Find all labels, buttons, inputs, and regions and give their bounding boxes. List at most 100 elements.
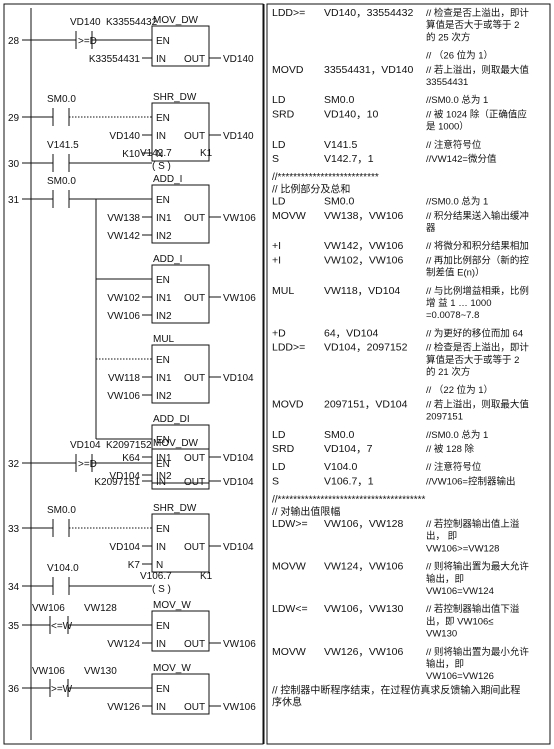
instruction-mnemonic: LD [272,94,286,106]
pin-label: IN [156,542,166,553]
instruction-mnemonic: MOVD [272,398,304,410]
instruction-mnemonic: LD [272,196,286,208]
box-title: ADD_DI [153,414,190,425]
pin-label: OUT [184,54,205,65]
input-operand: VW106 [107,391,140,402]
input-operand: VW106 [107,311,140,322]
pin-label: EN [156,459,170,470]
instruction-comment: 的 25 次方 [426,31,470,43]
instruction-comment: // 若控制器输出值下溢 [426,603,520,615]
instruction-operands: SM0.0 [324,196,355,208]
instruction-operands: VW142，VW106 [324,240,404,252]
instruction-comment: 算值是否大于或等于 2 [426,19,519,31]
instruction-operands: 2097151，VD104 [324,398,408,410]
pin-label: OUT [184,131,205,142]
function-box [151,344,210,404]
network-number: 28 [8,36,20,47]
input-operand: VD104 [109,471,140,482]
contact-address: SM0.0 [47,505,76,516]
contact-address: V141.5 [47,140,79,151]
output-operand: VW106 [223,213,256,224]
pin-label: IN [156,131,166,142]
listing-comment-line: // 比例部分及总和 [272,182,350,195]
instruction-comment: // 与比例增益相乘，比例 [426,285,529,297]
instruction-mnemonic: LD [272,429,286,441]
box-title: SHR_DW [153,503,197,514]
instruction-operands: 64，VD104 [324,327,378,339]
function-box [151,610,210,652]
compare-symbol: <=W [51,621,73,632]
pin-label: EN [156,355,170,366]
instruction-mnemonic: MOVW [272,210,306,222]
coil-address: V142.7 [140,148,172,159]
pin-label: IN1 [156,293,172,304]
box-title: MOV_W [153,663,191,674]
instruction-operands: VW124，VW106 [324,561,404,573]
instruction-comment: // 检查是否上溢出，即计 [426,7,529,19]
pin-label: EN [156,684,170,695]
input-operand: VW102 [107,293,140,304]
pin-label: IN [156,477,166,488]
function-box [151,448,210,490]
network-number: 33 [8,524,20,535]
instruction-comment: //VW106=控制器输出 [426,475,515,487]
contact-address: VD140 [70,17,101,28]
contact-address: SM0.0 [47,94,76,105]
input-operand: VW142 [107,231,140,242]
instruction-comment: 出， 即 [426,530,457,542]
box-title: MOV_W [153,600,191,611]
instruction-comment: // 若控制器输出值上溢 [426,518,520,530]
compare-operand-a: VW106 [32,666,65,677]
pin-label: OUT [184,453,205,464]
compare-operand-a: VW106 [32,603,65,614]
instruction-mnemonic: LDD>= [272,342,305,354]
output-operand: VW106 [223,702,256,713]
instruction-comment: //SM0.0 总为 1 [426,429,488,441]
network-number: 32 [8,459,20,470]
listing-comment-line: 序休息 [272,696,302,709]
instruction-operands: SM0.0 [324,94,355,106]
output-operand: VD140 [223,131,254,142]
pin-label: IN2 [156,391,172,402]
listing-comment-line: //************************** [272,172,379,183]
instruction-comment: // 若上溢出，则取最大值 [426,64,529,76]
instruction-comment: // 将微分和积分结果相加 [426,240,529,252]
instruction-mnemonic: +I [272,240,281,252]
listing-frame [266,3,551,745]
input-operand: K10 [122,149,140,160]
coil-address: V106.7 [140,571,172,582]
box-title: MOV_DW [153,15,199,26]
instruction-operands: VW118，VD104 [324,285,400,297]
function-box [151,102,210,162]
network-number: 29 [8,113,20,124]
network-number: 35 [8,621,20,632]
box-title: ADD_I [153,254,182,265]
pin-label: IN2 [156,231,172,242]
instruction-comment: // 注意符号位 [426,139,482,151]
ladder-frame [3,3,264,745]
instruction-mnemonic: MOVW [272,646,306,658]
output-operand: VD104 [223,373,254,384]
function-box [151,184,210,244]
box-title: SHR_DW [153,92,197,103]
instruction-comment: // （22 位为 1） [426,384,493,396]
pin-label: OUT [184,213,205,224]
instruction-operands: VW102，VW106 [324,254,404,266]
coil-count: K1 [200,571,213,582]
network-number: 31 [8,195,20,206]
instruction-comment: 出，即 VW106≤ [426,615,494,627]
instruction-operands: VW126，VW106 [324,646,404,658]
instruction-operands: V104.0 [324,461,357,473]
instruction-mnemonic: MUL [272,285,294,297]
input-operand: K33554431 [89,54,141,65]
box-title: MOV_DW [153,438,199,449]
output-operand: VD104 [223,453,254,464]
instruction-comment: 33554431 [426,77,468,88]
pin-label: EN [156,524,170,535]
instruction-mnemonic: SRD [272,108,295,120]
compare-operand-b: VW128 [84,603,117,614]
instruction-comment: // 为更好的移位而加 64 [426,327,523,339]
instruction-operands: SM0.0 [324,429,355,441]
